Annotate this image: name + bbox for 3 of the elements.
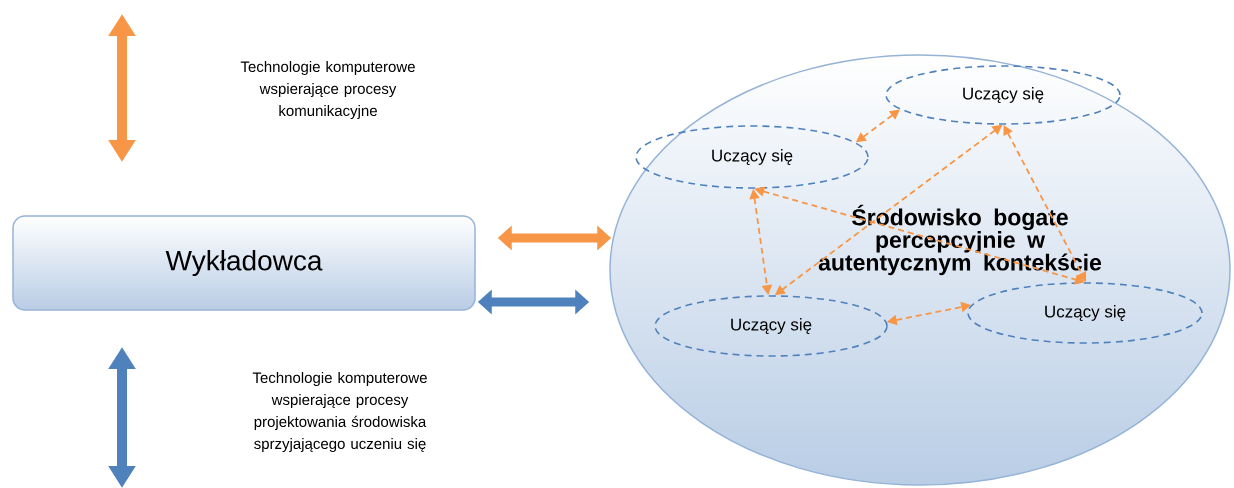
lecturer-box: Wykładowca	[12, 215, 476, 311]
note-text: Technologie komputerowe wspierające procesy projektowania środowiska sprzyjającego uczeniu się	[252, 372, 427, 452]
note-text: Technologie komputerowe wspierające procesy komunikacyjne	[240, 61, 415, 119]
